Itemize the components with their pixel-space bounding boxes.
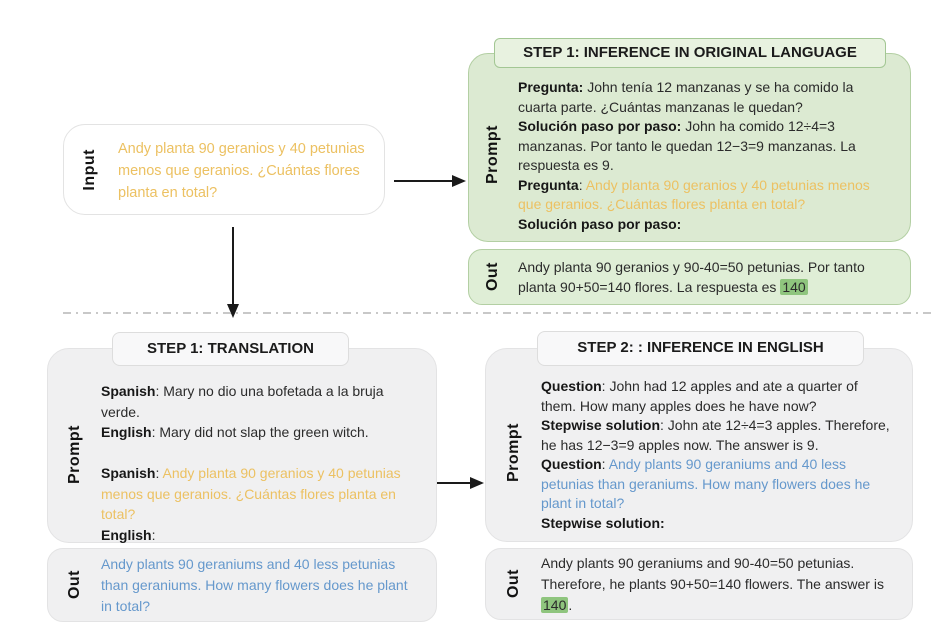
input-text: Andy planta 90 geranios y 40 petunias me…	[118, 141, 369, 201]
prompt-label: Prompt	[65, 425, 83, 484]
out-label: Out	[504, 569, 522, 599]
step1-original-prompt-box: Prompt Pregunta: John tenía 12 manzanas …	[468, 53, 911, 242]
step1-translation-prompt-text: Spanish: Mary no dio una bofetada a la b…	[101, 383, 401, 543]
step2-english-prompt-label-column: Prompt	[486, 349, 541, 541]
step1-translation-title: STEP 1: TRANSLATION	[112, 332, 349, 366]
step1-original-prompt-text: Pregunta: John tenía 12 manzanas y se ha…	[518, 79, 870, 232]
input-box: Input Andy planta 90 geranios y 40 petun…	[63, 124, 385, 215]
step1-translation-out-box: Out Andy plants 90 geraniums and 40 less…	[47, 548, 437, 622]
arrow-input-down	[227, 227, 239, 318]
step1-translation-prompt-box: Prompt Spanish: Mary no dio una bofetada…	[47, 348, 437, 543]
step2-english-out-label-column: Out	[486, 549, 541, 619]
step1-translation-prompt-label-column: Prompt	[48, 349, 101, 542]
step1-original-title: STEP 1: INFERENCE IN ORIGINAL LANGUAGE	[494, 38, 886, 68]
step1-translation-out-label-column: Out	[48, 549, 101, 621]
step1-original-out-text: Andy planta 90 geranios y 90-40=50 petun…	[518, 259, 869, 295]
out-label: Out	[483, 262, 501, 292]
step2-english-out-box: Out Andy plants 90 geraniums and 90-40=5…	[485, 548, 913, 620]
input-label: Input	[81, 148, 98, 191]
input-label-column: Input	[64, 125, 116, 214]
step1-translation-out-text: Andy plants 90 geraniums and 40 less pet…	[101, 555, 412, 614]
step2-english-title: STEP 2: : INFERENCE IN ENGLISH	[537, 331, 864, 366]
prompt-label: Prompt	[504, 422, 522, 482]
step1-original-prompt-label-column: Prompt	[469, 54, 516, 241]
step1-original-out-box: Out Andy planta 90 geranios y 90-40=50 p…	[468, 249, 911, 305]
prompt-label: Prompt	[483, 125, 501, 184]
out-label: Out	[65, 570, 83, 600]
step2-english-prompt-box: Prompt Question: John had 12 apples and …	[485, 348, 913, 542]
step2-english-out-text: Andy plants 90 geraniums and 90-40=50 pe…	[541, 554, 888, 613]
arrow-translation-to-step2	[436, 477, 484, 489]
step2-english-prompt-text: Question: John had 12 apples and ate a q…	[541, 378, 890, 531]
step1-original-out-label-column: Out	[469, 250, 516, 304]
arrow-input-to-step1	[394, 175, 466, 187]
